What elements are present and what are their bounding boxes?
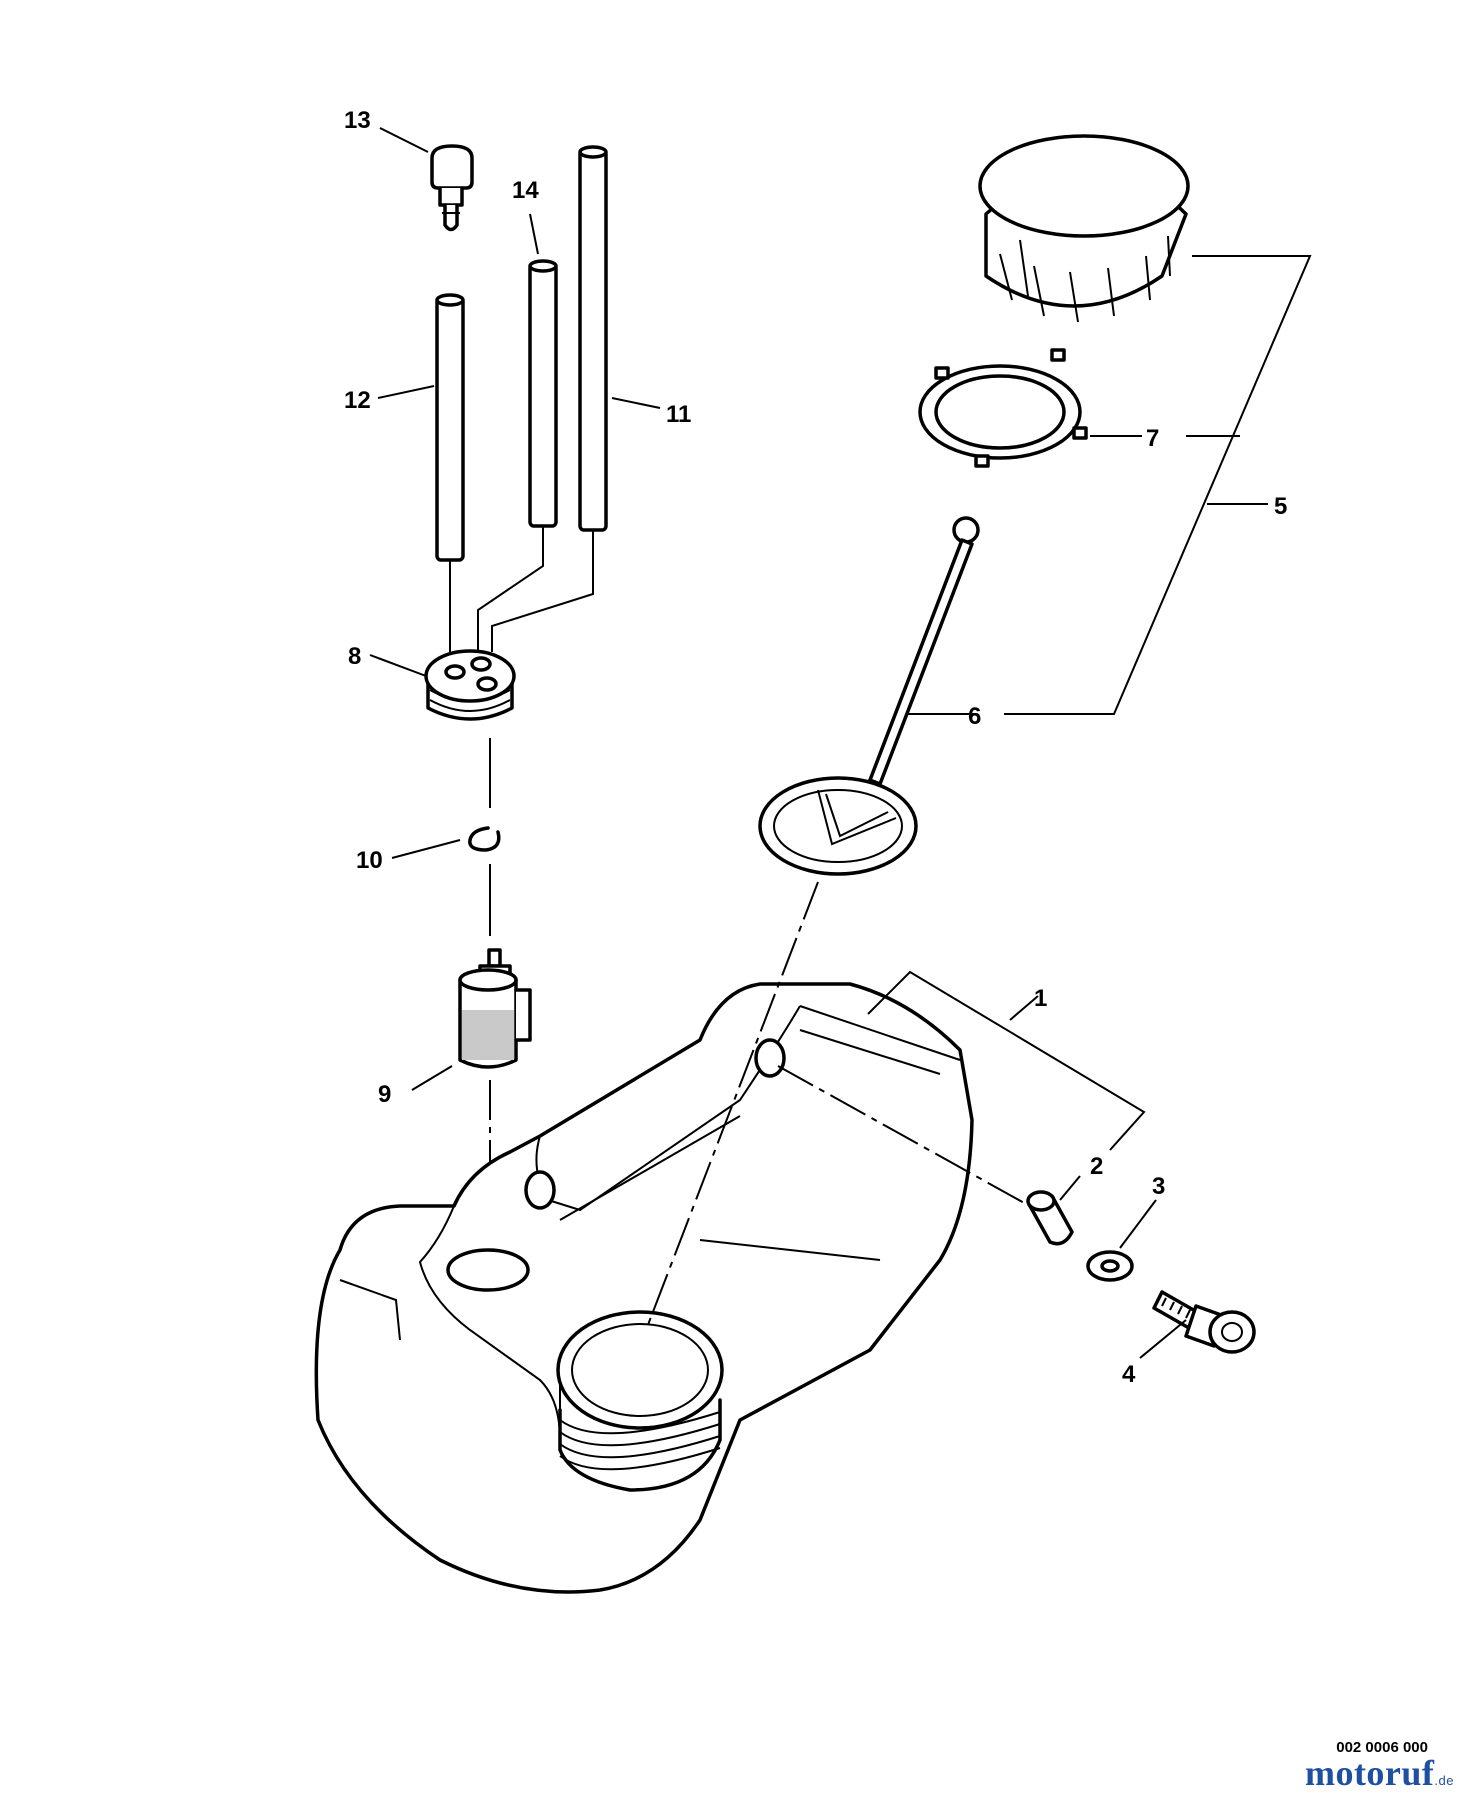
- callout-2: 2: [1090, 1153, 1103, 1180]
- part-2-collar: [1026, 1190, 1074, 1246]
- axis-line-bolt: [777, 1065, 1027, 1205]
- callout-9: 9: [378, 1081, 391, 1108]
- part-7-gasket: [918, 348, 1088, 468]
- tube-connection-lines: [449, 526, 594, 652]
- part-13-fitting: [430, 144, 474, 232]
- callout-13: 13: [344, 107, 371, 134]
- part-12-tube: [435, 293, 465, 562]
- callout-7: 7: [1146, 425, 1159, 452]
- callout-12: 12: [344, 387, 371, 414]
- diagram-code: 002 0006 000: [1336, 1739, 1428, 1756]
- callout-5: 5: [1274, 493, 1287, 520]
- callout-1: 1: [1034, 985, 1047, 1012]
- part-9-filter: [458, 948, 532, 1069]
- part-4-bolt: [1152, 1290, 1256, 1354]
- axis-line-6-tank: [645, 881, 819, 1331]
- callout-8: 8: [348, 643, 361, 670]
- callout-4: 4: [1122, 1361, 1136, 1388]
- callout-10: 10: [356, 847, 383, 874]
- callout-6: 6: [968, 703, 981, 730]
- watermark-main: motoruf: [1304, 1753, 1435, 1793]
- part-3-washer: [1086, 1250, 1134, 1282]
- part-8-grommet: [424, 649, 516, 721]
- callout-14: 14: [512, 177, 539, 204]
- part-6-retainer: [758, 516, 980, 876]
- part-14-tube: [528, 259, 558, 528]
- leader-lines: [369, 127, 1312, 1359]
- part-5-cap: [978, 134, 1190, 323]
- part-11-tube: [578, 145, 608, 532]
- callout-labels: 13 14 12 11 8 10 9 7 5 6 1 2 3 4: [344, 107, 1287, 1388]
- watermark-suffix: .de: [1434, 1773, 1454, 1788]
- watermark-logo: motoruf.de: [1305, 1752, 1454, 1794]
- callout-3: 3: [1152, 1173, 1165, 1200]
- part-10-ring: [468, 826, 501, 852]
- callout-11: 11: [666, 401, 691, 428]
- part-1-tank: [314, 982, 974, 1594]
